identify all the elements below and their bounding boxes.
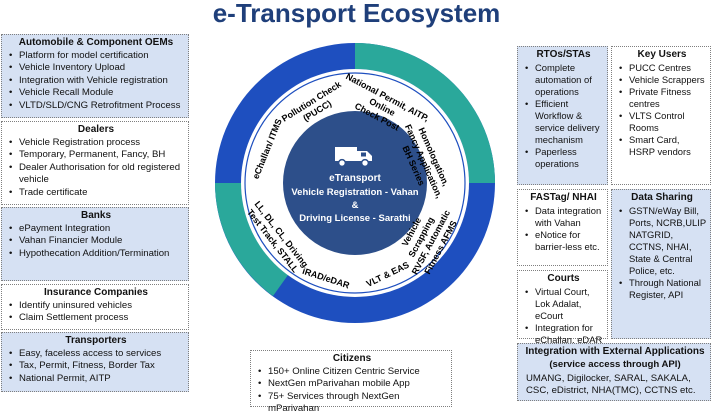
list-item: Integration for eChallan, eDAR xyxy=(525,322,603,346)
rtos-box: RTOs/STAs Complete automation of operati… xyxy=(517,46,608,185)
integration-subtitle: (service access through API) xyxy=(549,359,681,370)
truck-icon xyxy=(335,147,372,168)
list-item: Virtual Court, Lok Adalat, eCourt xyxy=(525,286,603,322)
citizens-title: Citizens xyxy=(332,353,372,364)
list-item: VLTS Control Rooms xyxy=(619,110,706,134)
integration-box: Integration with External Applications (… xyxy=(517,343,711,401)
list-item: Smart Card, HSRP vendors xyxy=(619,134,706,158)
list-item: eNotice for barrier-less etc. xyxy=(525,229,603,253)
list-item: Easy, faceless access to services xyxy=(9,348,184,361)
list-item: Trade certificate xyxy=(9,187,184,200)
transporters-title: Transporters xyxy=(65,335,127,346)
courts-box: Courts Virtual Court, Lok Adalat, eCourt… xyxy=(517,270,608,345)
data-sharing-box: Data Sharing GSTN/eWay Bill, Ports, NCRB… xyxy=(611,189,711,339)
list-item: Vehicle Inventory Upload xyxy=(9,62,184,75)
list-item: Integration with Vehicle registration xyxy=(9,75,184,88)
rtos-title: RTOs/STAs xyxy=(536,49,591,60)
list-item: Private Fitness centres xyxy=(619,86,706,110)
key-users-box: Key Users PUCC Centres Vehicle Scrappers… xyxy=(611,46,711,185)
list-item: Identify uninsured vehicles xyxy=(9,300,184,313)
insurance-title: Insurance Companies xyxy=(44,287,148,298)
fastag-box: FASTag/ NHAI Data integration with Vahan… xyxy=(517,189,608,266)
list-item: Through National Register, API xyxy=(619,277,706,301)
list-item: GSTN/eWay Bill, Ports, NCRB,ULIP NATGRID… xyxy=(619,205,706,277)
oems-box: Automobile & Component OEMs Platform for… xyxy=(1,34,189,118)
integration-title: Integration with External Applications xyxy=(525,346,705,357)
oems-title: Automobile & Component OEMs xyxy=(18,37,174,48)
list-item: National Permit, AITP xyxy=(9,373,184,386)
list-item: Vehicle Registration process xyxy=(9,137,184,150)
ecosystem-ring-diagram: eTransport Vehicle Registration - Vahan … xyxy=(215,43,495,323)
list-item: Paperless operations xyxy=(525,146,603,170)
list-item: Data integration with Vahan xyxy=(525,205,603,229)
list-item: Vehicle Scrappers xyxy=(619,74,706,86)
data-sharing-title: Data Sharing xyxy=(631,192,693,203)
list-item: Complete automation of operations xyxy=(525,62,603,98)
teal-arc-top-right xyxy=(355,43,495,183)
list-item: NextGen mParivahan mobile App xyxy=(258,378,447,391)
list-item: Tax, Permit, Fitness, Border Tax xyxy=(9,360,184,373)
list-item: 150+ Online Citizen Centric Service xyxy=(258,366,447,379)
center-ampersand: & xyxy=(352,200,359,211)
fastag-title: FASTag/ NHAI xyxy=(530,192,597,203)
courts-title: Courts xyxy=(547,273,580,284)
list-item: ePayment Integration xyxy=(9,223,184,236)
list-item: Temporary, Permanent, Fancy, BH xyxy=(9,149,184,162)
list-item: Efficient Workflow & service delivery me… xyxy=(525,98,603,146)
list-item: Claim Settlement process xyxy=(9,312,184,325)
list-item: Platform for model certification xyxy=(9,50,184,63)
banks-box: Banks ePayment Integration Vahan Financi… xyxy=(1,207,189,281)
center-vahan: Vehicle Registration - Vahan xyxy=(291,187,418,198)
list-item: PUCC Centres xyxy=(619,62,706,74)
list-item: 75+ Services through NextGen mParivahan xyxy=(258,391,447,416)
banks-title: Banks xyxy=(80,210,111,221)
center-title: eTransport xyxy=(329,173,381,184)
teal-arc-bottom-left xyxy=(215,183,288,296)
integration-text: UMANG, Digilocker, SARAL, SAKALA, CSC, e… xyxy=(526,373,696,396)
transporters-box: Transporters Easy, faceless access to se… xyxy=(1,332,189,392)
list-item: VLTD/SLD/CNG Retrofitment Process xyxy=(9,100,184,113)
key-users-title: Key Users xyxy=(637,49,687,60)
center-sarathi: Driving License - Sarathi xyxy=(299,213,410,224)
list-item: Vahan Financier Module xyxy=(9,235,184,248)
dealers-box: Dealers Vehicle Registration process Tem… xyxy=(1,121,189,205)
dealers-title: Dealers xyxy=(77,124,115,135)
list-item: Hypothecation Addition/Termination xyxy=(9,248,184,261)
citizens-box: Citizens 150+ Online Citizen Centric Ser… xyxy=(250,350,452,414)
page-title: e-Transport Ecosystem xyxy=(212,0,501,28)
list-item: Vehicle Recall Module xyxy=(9,87,184,100)
list-item: Dealer Authorisation for old registered … xyxy=(9,162,184,187)
center-disc xyxy=(283,111,427,255)
insurance-box: Insurance Companies Identify uninsured v… xyxy=(1,284,189,330)
